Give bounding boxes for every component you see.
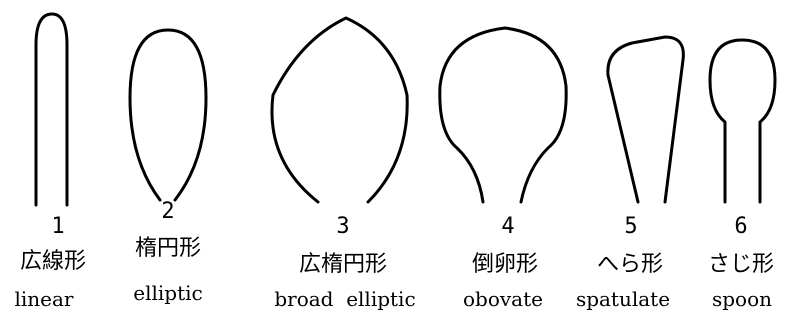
obovate-leaf-shape (438, 26, 568, 204)
label-linear: 1 広線形 linear (15, 214, 87, 311)
label-spoon: 6 さじ形 spoon (708, 214, 774, 311)
shape-english-name: spoon (712, 287, 772, 311)
shape-number: 4 (501, 214, 514, 239)
label-spatulate: 5 へら形 spatulate (576, 214, 670, 311)
linear-leaf-shape (34, 12, 69, 207)
shape-japanese-name: へら形 (597, 252, 663, 277)
shape-number: 3 (336, 214, 349, 239)
shape-number: 5 (624, 214, 637, 239)
shape-english-name: spatulate (576, 287, 670, 311)
spoon-leaf-shape (708, 38, 777, 204)
shape-japanese-name: さじ形 (708, 252, 774, 277)
shape-number: 6 (734, 214, 747, 239)
label-broad-elliptic: 3 広楕円形 broad elliptic (274, 214, 415, 311)
spatulate-leaf-shape (606, 35, 685, 204)
label-elliptic: 2 楕円形 elliptic (133, 199, 202, 305)
shape-number: 1 (51, 214, 64, 239)
label-obovate: 4 倒卵形 obovate (463, 214, 543, 311)
shape-japanese-name: 広楕円形 (299, 252, 387, 277)
broad-elliptic-leaf-shape (270, 16, 409, 204)
shape-japanese-name: 楕円形 (135, 236, 201, 261)
shape-number: 2 (161, 199, 174, 224)
shape-english-name: elliptic (133, 281, 202, 305)
elliptic-leaf-shape (128, 28, 208, 202)
shape-english-name: obovate (463, 287, 543, 311)
shape-english-name: broad elliptic (274, 287, 415, 311)
shape-english-name: linear (15, 287, 74, 311)
shape-japanese-name: 広線形 (20, 249, 86, 274)
shape-japanese-name: 倒卵形 (472, 252, 538, 277)
